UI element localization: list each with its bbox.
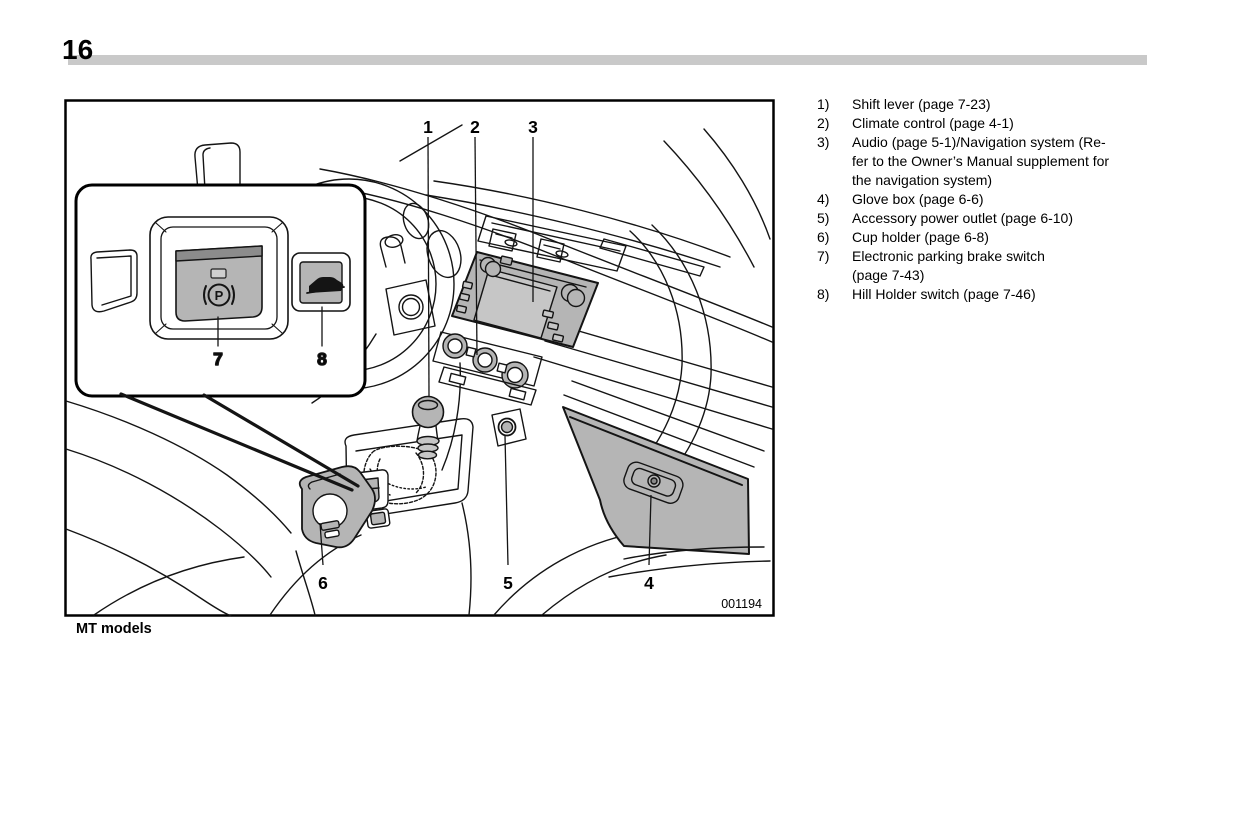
legend-item-6: 6) Cup holder (page 6-8) — [817, 228, 1241, 247]
parking-brake-switch: P — [149, 216, 289, 347]
leader-2 — [474, 136, 478, 356]
header-rule — [68, 55, 1147, 65]
legend-item-text: Climate control (page 4-1) — [852, 115, 1014, 131]
leader-1 — [427, 136, 430, 397]
inset-pointer-line-left — [119, 392, 354, 492]
legend-item-number: 8) — [817, 286, 830, 302]
figure-caption: MT models — [76, 621, 152, 637]
console-small-switch — [365, 508, 391, 529]
blank-switch — [90, 249, 138, 313]
callout-6: 6 — [318, 573, 328, 593]
callout-5: 5 — [503, 573, 513, 593]
legend-item-text: Electronic parking brake switch (page 7-… — [852, 248, 1045, 283]
callout-1: 1 — [423, 117, 433, 137]
audio-unit — [451, 251, 599, 348]
callout-8: 8 — [317, 349, 327, 369]
callout-3: 3 — [528, 117, 538, 137]
legend-item-1: 1) Shift lever (page 7-23) — [817, 95, 1241, 114]
svg-text:P: P — [215, 288, 224, 303]
inset-panel: P 7 8 — [74, 183, 367, 492]
legend-item-text: Audio (page 5-1)/Navigation system (Re- … — [852, 134, 1110, 188]
brake-indicator-lamp — [210, 268, 227, 279]
legend-item-text: Hill Holder switch (page 7-46) — [852, 286, 1036, 302]
legend-item-2: 2) Climate control (page 4-1) — [817, 114, 1241, 133]
turn-signal-stalk — [379, 234, 406, 268]
legend-item-number: 7) — [817, 248, 830, 264]
inset-pointer-line-right — [202, 393, 360, 488]
hill-holder-switch — [291, 252, 351, 347]
legend-item-number: 5) — [817, 210, 830, 226]
figure-code: 001194 — [721, 597, 762, 611]
legend-item-number: 2) — [817, 115, 830, 131]
center-stack — [432, 215, 627, 406]
climate-control — [432, 331, 543, 406]
leader-5 — [504, 435, 509, 566]
legend-item-number: 6) — [817, 229, 830, 245]
legend-item-8: 8) Hill Holder switch (page 7-46) — [817, 285, 1241, 304]
audio-screen — [473, 268, 558, 339]
legend-item-number: 4) — [817, 191, 830, 207]
legend-item-7: 7) Electronic parking brake switch (page… — [817, 247, 1241, 285]
shift-knob — [411, 395, 445, 429]
callout-7: 7 — [213, 349, 223, 369]
legend-item-text: Accessory power outlet (page 6-10) — [852, 210, 1073, 226]
center-console — [298, 395, 527, 549]
page-number: 16 — [62, 34, 94, 65]
shift-lever — [411, 395, 445, 460]
legend-list: 1) Shift lever (page 7-23) 2) Climate co… — [817, 95, 1241, 304]
dashboard-figure: 1 2 3 6 5 4 001194 P — [64, 99, 775, 617]
legend-item-number: 3) — [817, 134, 830, 150]
legend-item-text: Glove box (page 6-6) — [852, 191, 984, 207]
callout-4: 4 — [644, 573, 654, 593]
legend-item-text: Shift lever (page 7-23) — [852, 96, 991, 112]
legend-item-text: Cup holder (page 6-8) — [852, 229, 989, 245]
legend-item-4: 4) Glove box (page 6-6) — [817, 190, 1241, 209]
power-outlet — [491, 408, 527, 447]
callout-numbers: 1 2 3 6 5 4 — [318, 117, 654, 593]
callout-2: 2 — [470, 117, 480, 137]
hill-holder-icon — [306, 277, 345, 294]
leader-4 — [648, 494, 652, 566]
leader-6 — [319, 522, 324, 566]
headrest — [194, 142, 241, 192]
parking-brake-icon: P — [203, 283, 235, 307]
legend-item-number: 1) — [817, 96, 830, 112]
air-vents — [477, 215, 627, 272]
legend-item-3: 3) Audio (page 5-1)/Navigation system (R… — [817, 133, 1241, 190]
legend-item-5: 5) Accessory power outlet (page 6-10) — [817, 209, 1241, 228]
start-button — [385, 279, 436, 336]
callout-leaders — [319, 136, 652, 566]
glove-box — [562, 380, 771, 578]
